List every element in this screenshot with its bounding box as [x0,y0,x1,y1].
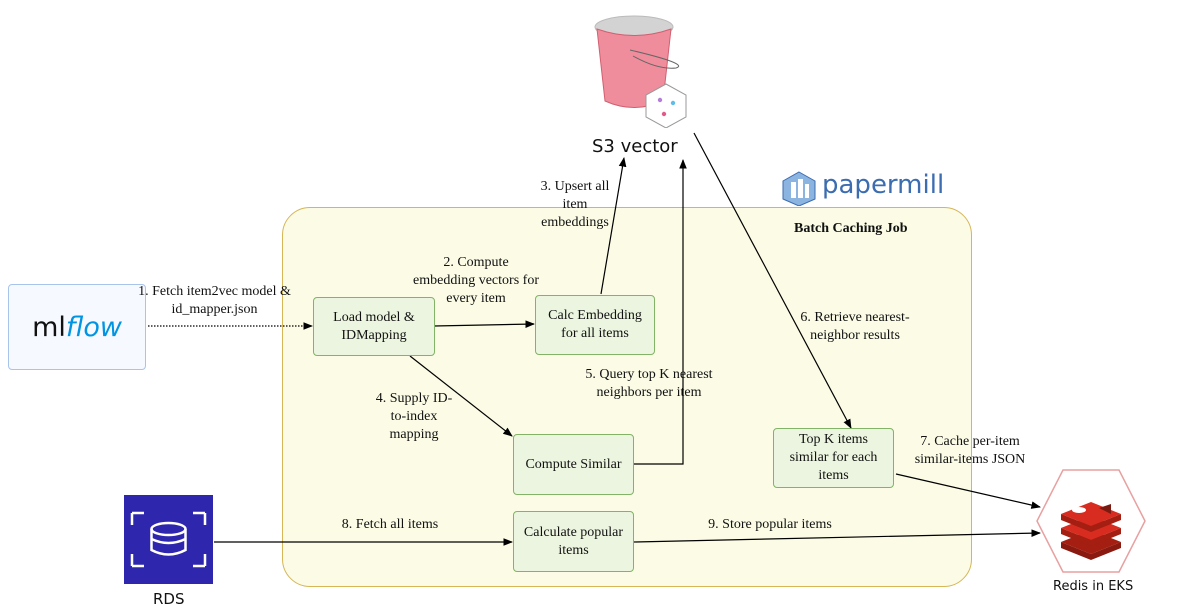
node-load-model: Load model & IDMapping [313,297,435,356]
edge-4-label: 4. Supply ID-to-index mapping [375,391,453,442]
s3-bucket-icon [594,15,687,128]
edge-3-line [600,157,627,295]
edge-3-label: 3. Upsert all item embeddings [540,179,610,230]
node-compute-similar: Compute Similar [513,434,634,495]
region-title: Batch Caching Job [794,221,908,236]
edge-1-label: 1. Fetch item2vec model & id_mapper.json [138,284,291,317]
node-topk-items: Top K items similar for each items [773,428,894,488]
edge-2-label: 2. Compute embedding vectors for every i… [413,255,539,306]
edge-5-label: 5. Query top K nearest neighbors per ite… [585,367,713,400]
rds-label: RDS [153,590,185,608]
edge-5-line [634,159,687,465]
edge-9-line [633,529,1041,543]
mlflow-logo-ml: ml [32,311,66,343]
redis-label: Redis in EKS [1053,579,1134,594]
edge-6-line [693,132,852,429]
papermill-wordmark: papermill [822,170,945,200]
rds-icon [124,495,213,584]
edge-4-line [409,355,513,437]
edge-8-label: 8. Fetch all items [341,517,439,532]
mlflow-logo-flow: flow [65,311,122,343]
edge-2-line [433,320,535,329]
edge-7-line [895,473,1041,509]
redis-icon [1036,469,1146,573]
s3-vector-label: S3 vector [592,136,678,157]
node-calculate-popular: Calculate popular items [513,511,634,572]
edge-9-label: 9. Store popular items [708,517,832,532]
node-calc-embedding: Calc Embedding for all items [535,295,655,355]
edge-7-label: 7. Cache per-item similar-items JSON [914,434,1026,467]
papermill-icon [782,171,816,206]
edge-6-label: 6. Retrieve nearest-neighbor results [800,310,910,343]
